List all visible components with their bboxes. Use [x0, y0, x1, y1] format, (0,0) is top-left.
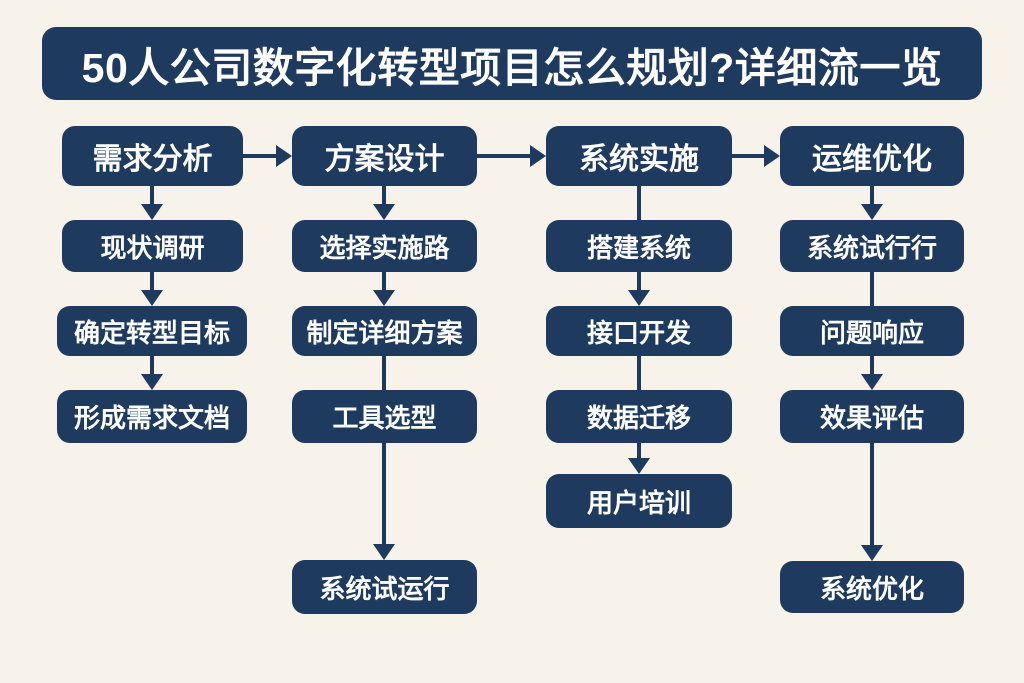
- node-interface-development: 接口开发: [546, 306, 732, 356]
- connector-line: [870, 270, 874, 308]
- connector-line: [150, 184, 154, 206]
- page-title: 50人公司数字化转型项目怎么规划?详细流一览: [42, 27, 982, 100]
- arrow-right-icon: [276, 145, 292, 167]
- node-system-trial: 系统试行行: [780, 220, 964, 272]
- node-requirements-analysis: 需求分析: [62, 126, 243, 186]
- arrow-down-icon: [861, 374, 883, 390]
- node-solution-design: 方案设计: [292, 126, 477, 186]
- arrow-right-icon: [764, 145, 780, 167]
- arrow-down-icon: [628, 290, 650, 306]
- arrow-down-icon: [141, 204, 163, 220]
- node-operations-optimization: 运维优化: [780, 126, 964, 186]
- arrow-down-icon: [628, 458, 650, 474]
- connector-line: [870, 184, 874, 206]
- node-form-requirements-doc: 形成需求文档: [57, 390, 247, 443]
- arrow-down-icon: [373, 544, 395, 560]
- connector-line: [150, 270, 154, 292]
- node-system-trial-run: 系统试运行: [292, 560, 477, 614]
- arrow-down-icon: [373, 290, 395, 306]
- node-choose-implementation-path: 选择实施路: [292, 220, 477, 272]
- arrow-down-icon: [373, 204, 395, 220]
- node-system-optimization: 系统优化: [780, 561, 964, 613]
- connector-line: [637, 270, 641, 292]
- connector-line: [382, 270, 386, 292]
- connector-line: [870, 441, 874, 547]
- arrow-right-icon: [530, 145, 546, 167]
- node-effect-evaluation: 效果评估: [780, 390, 964, 443]
- connector-line: [637, 184, 641, 222]
- arrow-down-icon: [141, 290, 163, 306]
- node-define-transformation-goals: 确定转型目标: [57, 306, 247, 356]
- arrow-down-icon: [861, 545, 883, 561]
- node-tool-selection: 工具选型: [292, 390, 477, 443]
- node-user-training: 用户培训: [546, 474, 732, 528]
- node-build-system: 搭建系统: [546, 220, 732, 272]
- connector-line: [870, 354, 874, 376]
- connector-line: [242, 154, 278, 158]
- node-detailed-plan: 制定详细方案: [292, 306, 477, 356]
- arrow-down-icon: [861, 204, 883, 220]
- connector-line: [150, 354, 154, 376]
- node-issue-response: 问题响应: [780, 306, 964, 356]
- node-data-migration: 数据迁移: [546, 390, 732, 443]
- node-status-research: 现状调研: [62, 220, 243, 272]
- connector-line: [730, 154, 766, 158]
- node-system-implementation: 系统实施: [546, 126, 732, 186]
- connector-line: [637, 354, 641, 392]
- connector-line: [476, 154, 532, 158]
- connector-line: [382, 354, 386, 392]
- connector-line: [637, 441, 641, 460]
- connector-line: [382, 441, 386, 546]
- connector-line: [382, 184, 386, 206]
- arrow-down-icon: [141, 374, 163, 390]
